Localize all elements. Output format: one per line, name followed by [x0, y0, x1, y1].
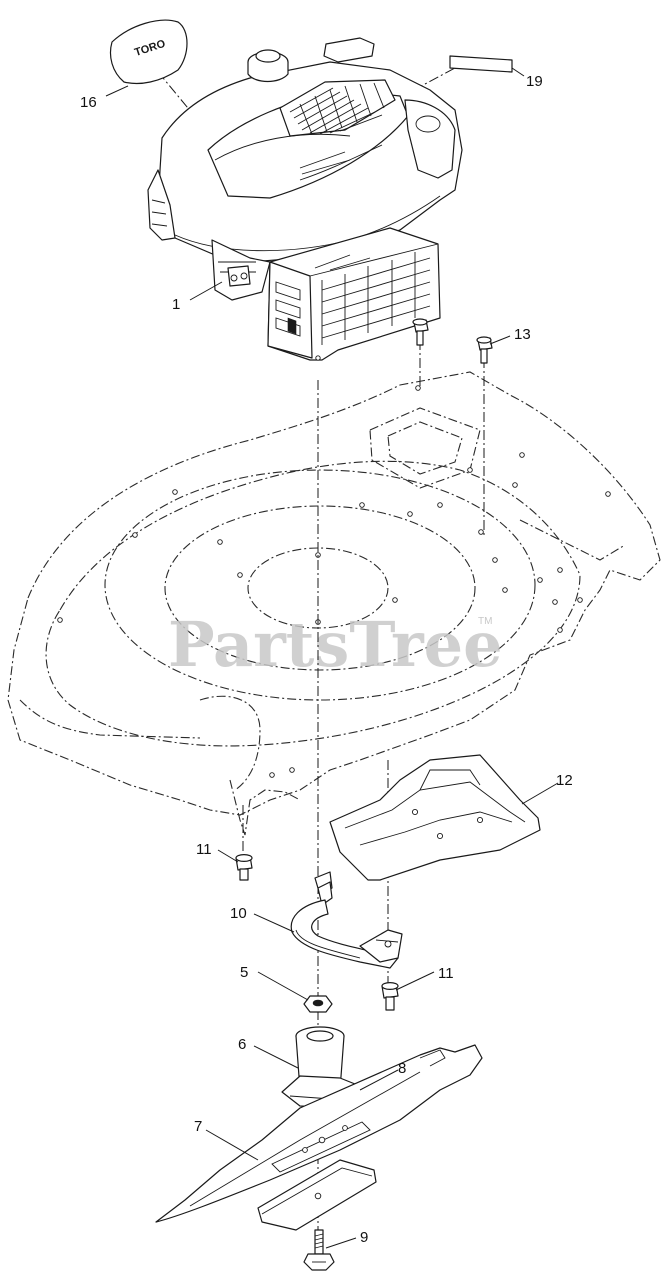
- bolt-11-right: [381, 981, 399, 1011]
- callout-5: 5: [240, 964, 248, 981]
- bolt-13-left: [412, 318, 429, 346]
- bolt-13-right: [476, 336, 493, 364]
- callout-9: 9: [360, 1229, 368, 1246]
- engine: [147, 37, 463, 361]
- watermark-trademark: TM: [478, 616, 492, 627]
- blade-brake-bracket: [290, 871, 403, 969]
- engine-label: [449, 55, 513, 73]
- callout-1: 1: [172, 296, 180, 313]
- callout-7: 7: [194, 1118, 202, 1135]
- muffler: [267, 227, 441, 361]
- callout-11-left: 11: [196, 841, 212, 858]
- bolt-11-left: [235, 853, 253, 881]
- baffle: [329, 754, 541, 881]
- oil-fill-cap: [247, 49, 289, 83]
- toro-decal: TORO: [109, 19, 188, 85]
- callout-6: 6: [238, 1036, 246, 1053]
- watermark-text: PartsTree: [168, 608, 503, 681]
- callout-10: 10: [230, 905, 247, 922]
- air-filter-mesh: [289, 82, 385, 135]
- mower-deck: [7, 371, 661, 836]
- blade-bolt: [303, 1229, 335, 1271]
- callout-13: 13: [514, 326, 531, 343]
- blade-adapter: [281, 1026, 361, 1109]
- callout-19: 19: [526, 73, 543, 90]
- blade-stiffener: [257, 1159, 377, 1231]
- spacer-washer: [303, 995, 333, 1013]
- callout-11-right: 11: [438, 965, 454, 982]
- mower-blade: [155, 1044, 483, 1223]
- partstree-watermark: PartsTree TM: [168, 608, 503, 681]
- callout-labels: 16 1 19 13 12 11 10 5 11 6 7 8 9: [80, 73, 573, 1246]
- callout-8: 8: [398, 1060, 406, 1077]
- callout-12: 12: [556, 772, 573, 789]
- callout-16: 16: [80, 94, 97, 111]
- callout-leaders: [105, 67, 559, 1249]
- deck-mount-holes: [57, 385, 611, 778]
